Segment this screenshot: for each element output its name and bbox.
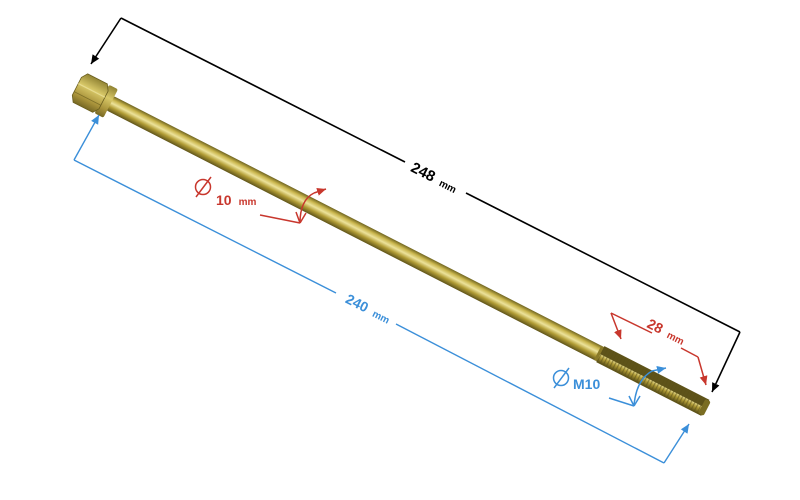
shank-length-unit: mm: [370, 309, 391, 327]
dimension-thread-size: M10: [552, 365, 667, 407]
dimension-shank-length: 240 mm: [73, 114, 690, 464]
dimension-total-length: 248 mm: [90, 17, 741, 393]
shank-length-value: 240: [343, 290, 371, 315]
svg-text:240 mm: 240 mm: [343, 290, 394, 327]
diameter-value: 10: [216, 192, 232, 208]
thread-length-value: 28: [645, 315, 666, 336]
dimension-thread-length: 28 mm: [610, 312, 708, 386]
thread-size-value: M10: [573, 376, 600, 392]
bolt: [71, 73, 711, 416]
svg-text:248 mm: 248 mm: [408, 159, 460, 197]
bolt-thread: [596, 346, 710, 416]
diameter-icon: [194, 176, 212, 198]
thread-diameter-icon: [552, 367, 570, 389]
svg-text:10 mm: 10 mm: [216, 192, 256, 209]
diameter-unit: mm: [239, 197, 257, 208]
total-length-unit: mm: [437, 178, 458, 196]
bolt-flange: [95, 85, 118, 118]
dimension-diameter: 10 mm: [194, 176, 327, 224]
thread-length-unit: mm: [665, 330, 686, 348]
total-length-value: 248: [408, 159, 438, 186]
svg-text:28 mm: 28 mm: [644, 315, 688, 349]
bolt-shaft: [106, 96, 604, 361]
